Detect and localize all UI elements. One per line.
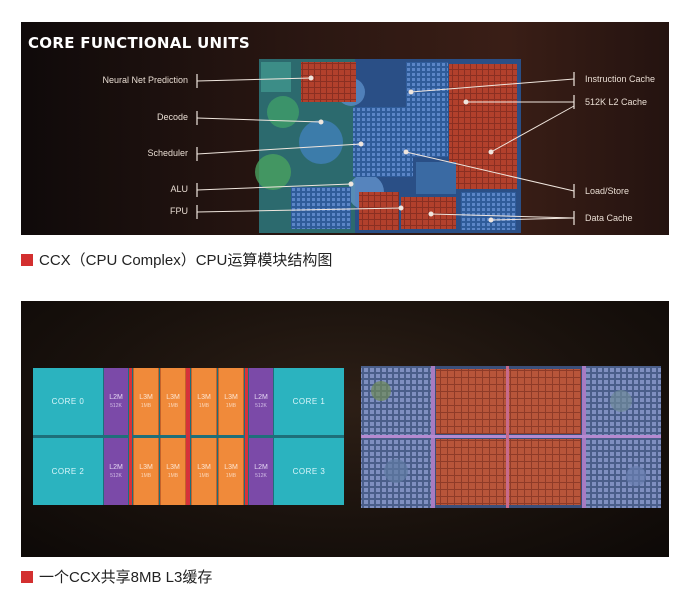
die-shot-illustration [196, 59, 575, 233]
label-scheduler: Scheduler [147, 148, 188, 158]
core-2-block: CORE 2 [33, 438, 103, 505]
figure2-caption: 一个CCX共享8MB L3缓存 [21, 566, 212, 587]
label-neural-net-prediction: Neural Net Prediction [102, 75, 188, 85]
l3-size: 1MB [225, 472, 237, 479]
l3-size: 1MB [140, 402, 152, 409]
figure-title: CORE FUNCTIONAL UNITS [28, 34, 250, 52]
l3-label: L3M [166, 463, 180, 471]
l3-size: 1MB [225, 402, 237, 409]
figure2-caption-text: 一个CCX共享8MB L3缓存 [39, 569, 213, 586]
ccx-die-shot [361, 366, 661, 508]
l2-label: L2M [254, 393, 268, 401]
label-alu: ALU [170, 184, 188, 194]
l2-label: L2M [109, 463, 123, 471]
l3-size: 1MB [198, 402, 210, 409]
core-3-block: CORE 3 [274, 438, 344, 505]
core-1-block: CORE 1 [274, 368, 344, 435]
l3-label: L3M [197, 393, 211, 401]
core-functional-units-figure: CORE FUNCTIONAL UNITS [21, 22, 669, 235]
l3-label: L3M [197, 463, 211, 471]
label-data-cache: Data Cache [585, 213, 633, 223]
l3-size: 1MB [140, 472, 152, 479]
l3-size: 1MB [167, 402, 179, 409]
l3-label: L3M [139, 393, 153, 401]
l3-divider [129, 368, 132, 505]
l2-size: 512K [110, 472, 122, 479]
l2-size: 512K [255, 402, 267, 409]
label-decode: Decode [156, 112, 188, 122]
l3-label: L3M [166, 393, 180, 401]
figure1-caption: CCX（CPU Complex）CPU运算模块结构图 [21, 249, 332, 270]
figure1-caption-text: CCX（CPU Complex）CPU运算模块结构图 [39, 252, 333, 269]
l3-size: 1MB [198, 472, 210, 479]
label-fpu: FPU [170, 206, 188, 216]
l3-label: L3M [139, 463, 153, 471]
l3-divider [186, 368, 190, 505]
l2-size: 512K [255, 472, 267, 479]
caption-marker-icon [21, 253, 33, 266]
l2-label: L2M [254, 463, 268, 471]
core-0-block: CORE 0 [33, 368, 103, 435]
l3-label: L3M [224, 393, 238, 401]
label-instruction-cache: Instruction Cache [585, 74, 656, 84]
l3-divider [245, 368, 248, 505]
l2-label: L2M [109, 393, 123, 401]
label-load-store: Load/Store [585, 186, 630, 196]
l2-size: 512K [110, 402, 122, 409]
caption-marker-icon [21, 570, 33, 583]
l3-size: 1MB [167, 472, 179, 479]
l3-label: L3M [224, 463, 238, 471]
label-l2-cache: 512K L2 Cache [585, 97, 648, 107]
